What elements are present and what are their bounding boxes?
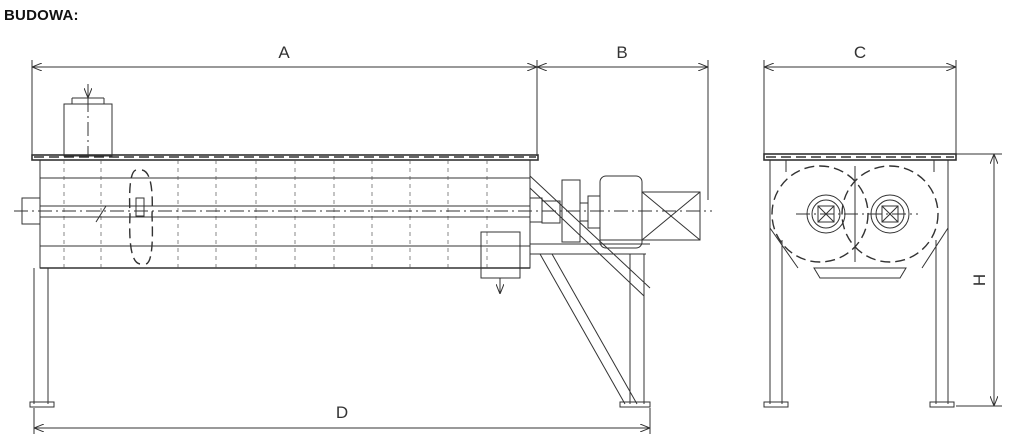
dimension-a-label: A [278, 43, 290, 62]
outlet-chute [480, 231, 521, 294]
front-trough [769, 160, 949, 279]
support-legs [29, 253, 651, 408]
dimension-c: C [763, 43, 957, 154]
dimension-h-label: H [970, 274, 989, 286]
front-legs [763, 228, 955, 408]
dimension-c-label: C [854, 43, 866, 62]
dimension-d: D [33, 403, 651, 434]
screw-shaft [14, 197, 712, 225]
front-cover [763, 153, 957, 161]
dimension-b: B [537, 43, 709, 200]
twin-screws [771, 165, 939, 263]
dimension-d-label: D [336, 403, 348, 422]
dimension-b-label: B [616, 43, 627, 62]
page-heading: BUDOWA: [4, 7, 79, 24]
inlet-hopper [63, 84, 113, 157]
side-view: A B [14, 43, 712, 434]
dimension-a: A [31, 43, 538, 156]
drive-unit [529, 175, 701, 297]
dimension-h: H [956, 153, 1002, 407]
trough-cover [31, 154, 539, 161]
front-view: C [763, 43, 1002, 408]
trough-body [39, 159, 531, 269]
